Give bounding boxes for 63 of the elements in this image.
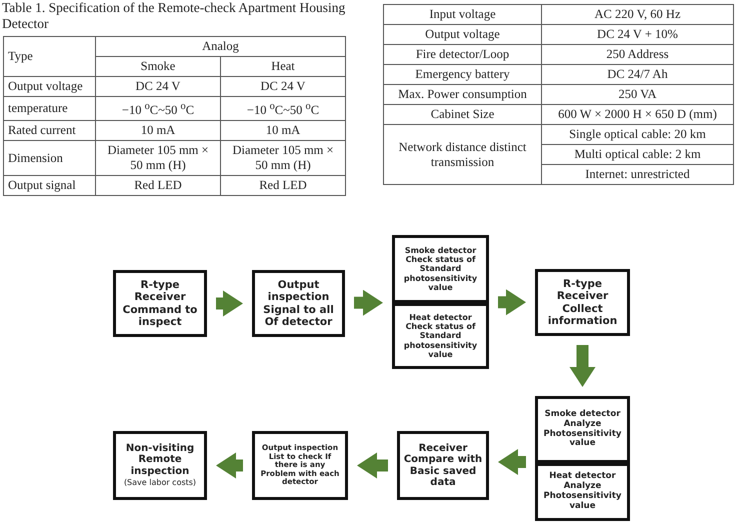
arrow — [354, 290, 383, 316]
step-text: R-type Receiver Command to inspect — [122, 279, 198, 328]
table-cell: Rated current — [4, 120, 96, 141]
step-text: R-type Receiver Collect information — [546, 278, 618, 327]
table-cell: DC 24 V + 10% — [542, 24, 734, 44]
table-cell: Diameter 105 mm × 50 mm (H) — [96, 140, 220, 176]
table-cell: Single optical cable: 20 km — [542, 124, 734, 144]
table-cell: Output signal — [4, 176, 96, 196]
step-text: Output inspection Signal to all Of detector — [262, 279, 335, 328]
process-box — [535, 269, 630, 336]
process-box — [252, 270, 345, 337]
table-cell: 250 Address — [542, 44, 734, 64]
table-cell: Red LED — [220, 176, 346, 196]
table-cell: Smoke — [96, 56, 220, 76]
arrow — [216, 452, 243, 478]
process-box — [535, 463, 630, 521]
table-cell: Cabinet Size — [384, 104, 542, 124]
arrow — [570, 345, 596, 387]
table-cell: Multi optical cable: 2 km — [542, 144, 734, 164]
arrow — [498, 289, 526, 316]
table-cell: DC 24 V — [220, 76, 346, 96]
table-cell: DC 24 V — [96, 76, 220, 96]
table-cell: −10 $^{o}$C~50 $^{o}$C — [220, 96, 346, 121]
process-box — [397, 431, 489, 500]
table-cell: Internet: unrestricted — [542, 164, 734, 184]
table-cell: AC 220 V, 60 Hz — [542, 4, 734, 24]
table-caption: Table 1. Specification of the Remote-check Apartment Housing Detector — [2, 0, 346, 32]
table-cell: Input voltage — [384, 4, 542, 24]
table-cell: DC 24/7 Ah — [542, 64, 734, 84]
arrow — [498, 449, 526, 475]
table-cell: Output voltage — [4, 76, 96, 96]
process-box — [252, 431, 348, 500]
table-cell: Diameter 105 mm × 50 mm (H) — [220, 140, 346, 176]
process-box — [113, 270, 207, 337]
step-text: Heat detector Analyze Photosensitivity value — [542, 472, 622, 512]
arrow — [357, 452, 388, 478]
process-box — [113, 431, 207, 500]
process-box — [535, 396, 630, 463]
step-note: (Save labor costs) — [124, 477, 196, 488]
arrow — [216, 290, 243, 316]
table-cell: −10 $^{o}$C~50 $^{o}$C — [96, 96, 220, 121]
table-cell: Network distance distinct transmission — [384, 124, 542, 184]
process-box — [392, 303, 489, 369]
step-text: Non-visiting Remote inspection — [124, 442, 196, 477]
table-cell: Fire detector/Loop — [384, 44, 542, 64]
table-cell: Dimension — [4, 140, 96, 176]
step-text: Smoke detector Check status of Standard photosensitivity value — [402, 246, 478, 292]
table-cell: Max. Power consumption — [384, 84, 542, 104]
step-text: Receiver Compare with Basic saved data — [402, 442, 484, 488]
table-cell: 10 mA — [96, 120, 220, 141]
table-cell: 250 VA — [542, 84, 734, 104]
table-cell: Output voltage — [384, 24, 542, 44]
table-cell: Analog — [96, 36, 346, 56]
table-cell: Emergency battery — [384, 64, 542, 84]
table-cell: Type — [4, 36, 96, 76]
table-cell: 10 mA — [220, 120, 346, 141]
process-box — [392, 235, 489, 303]
step-text: Smoke detector Analyze Photosensitivity value — [542, 410, 622, 450]
table-cell: Heat — [220, 56, 346, 76]
table-cell: temperature — [4, 96, 96, 121]
table-cell: Red LED — [96, 176, 220, 196]
table-cell: 600 W × 2000 H × 650 D (mm) — [542, 104, 734, 124]
step-text: Heat detector Check status of Standard photosensitivity value — [402, 312, 478, 359]
